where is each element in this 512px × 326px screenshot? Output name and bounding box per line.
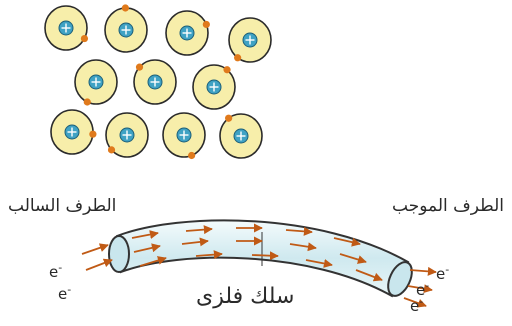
electron-label-out-3: e-	[410, 295, 423, 315]
free-electron-dot	[122, 4, 129, 11]
electron-label-out-1: e-	[436, 263, 449, 283]
electron-label-in-1: e-	[49, 261, 62, 281]
free-electron-dot	[188, 152, 195, 159]
free-electron-dot	[89, 131, 96, 138]
electron-flow-arrow	[410, 270, 436, 272]
free-electron-dot	[223, 66, 230, 73]
metal-atom	[166, 11, 208, 55]
wire-left-end	[109, 236, 129, 272]
positive-terminal-label: الطرف الموجب	[392, 196, 504, 216]
metal-atom	[75, 60, 117, 104]
free-electron-dot	[108, 146, 115, 153]
free-electron-dot	[81, 35, 88, 42]
electron-flow-arrow	[86, 260, 112, 270]
electron-flow-arrow	[252, 255, 278, 256]
free-electron-dot	[84, 98, 91, 105]
metal-lattice	[45, 4, 271, 159]
wire-label: سلك فلزى	[196, 284, 294, 309]
electron-flow-arrow	[82, 245, 108, 254]
free-electron-dot	[203, 21, 210, 28]
metal-atom	[51, 110, 93, 154]
free-electron-dot	[225, 115, 232, 122]
free-electron-dot	[136, 64, 143, 71]
negative-terminal-label: الطرف السالب	[8, 196, 116, 216]
electron-label-in-2: e-	[58, 283, 71, 303]
metal-atom	[163, 113, 205, 157]
metal-atom	[105, 8, 147, 52]
metal-atom	[45, 6, 87, 50]
free-electron-dot	[234, 54, 241, 61]
